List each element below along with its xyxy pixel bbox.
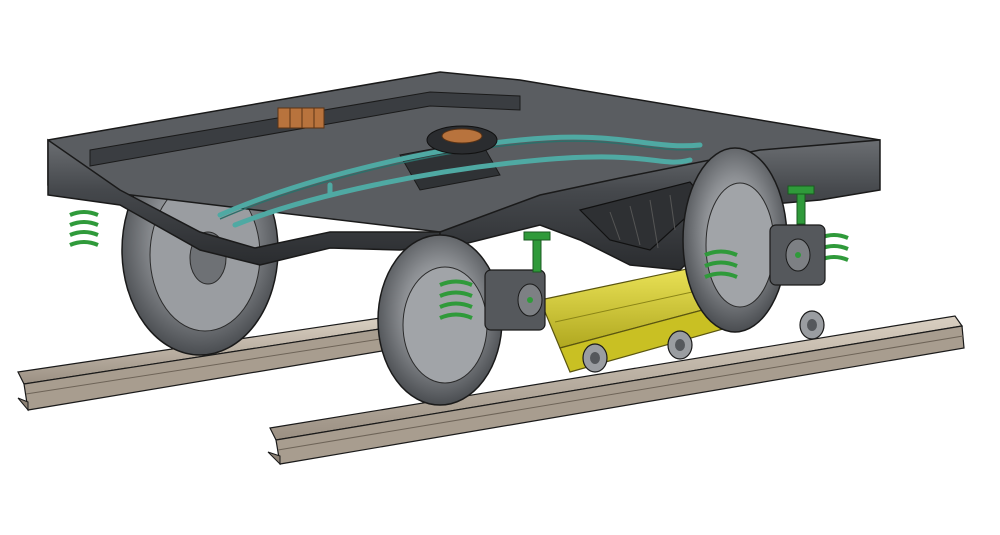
spring-front-left: [439, 279, 473, 320]
roller-middle: [667, 330, 693, 360]
roller-right: [799, 310, 825, 340]
axle-box-front-left: [484, 269, 546, 331]
axle-box-front-right: [769, 224, 826, 286]
air-pipes: [217, 134, 703, 228]
bronze-bearing: [277, 107, 325, 129]
wheel-front-right: [682, 147, 788, 333]
air-pipes-shadow: [219, 140, 701, 220]
center-pivot: [426, 125, 498, 155]
roller-left: [582, 343, 608, 373]
t-bracket-left: [523, 231, 551, 273]
wheel-front-left: [377, 234, 503, 406]
t-bracket-right: [787, 185, 815, 225]
rail-right: [267, 315, 965, 466]
spring-rear-left: [69, 210, 99, 247]
